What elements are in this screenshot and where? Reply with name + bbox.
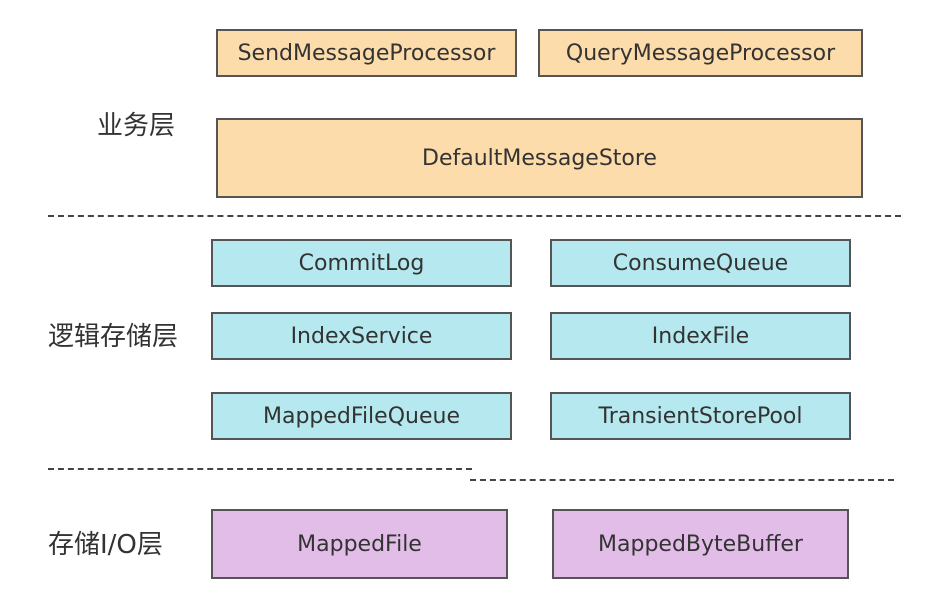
commit-log-box: CommitLog xyxy=(211,239,512,287)
business-layer-label: 业务层 xyxy=(97,111,176,141)
transient-store-pool-box: TransientStorePool xyxy=(550,392,851,440)
mapped-file-box: MappedFile xyxy=(211,509,508,579)
mapped-file-queue-box: MappedFileQueue xyxy=(211,392,512,440)
mapped-byte-buffer-box: MappedByteBuffer xyxy=(552,509,849,579)
storage-io-layer-label: 存储I/O层 xyxy=(48,530,163,560)
query-message-processor-box: QueryMessageProcessor xyxy=(538,29,863,77)
send-message-processor-box: SendMessageProcessor xyxy=(216,29,517,77)
index-file-box: IndexFile xyxy=(550,312,851,360)
logic-io-divider-right xyxy=(470,479,894,481)
consume-queue-box: ConsumeQueue xyxy=(550,239,851,287)
index-service-box: IndexService xyxy=(211,312,512,360)
logic-storage-layer-label: 逻辑存储层 xyxy=(48,322,179,352)
default-message-store-box: DefaultMessageStore xyxy=(216,118,863,198)
business-logic-divider xyxy=(48,215,901,217)
logic-io-divider-left xyxy=(48,468,472,470)
